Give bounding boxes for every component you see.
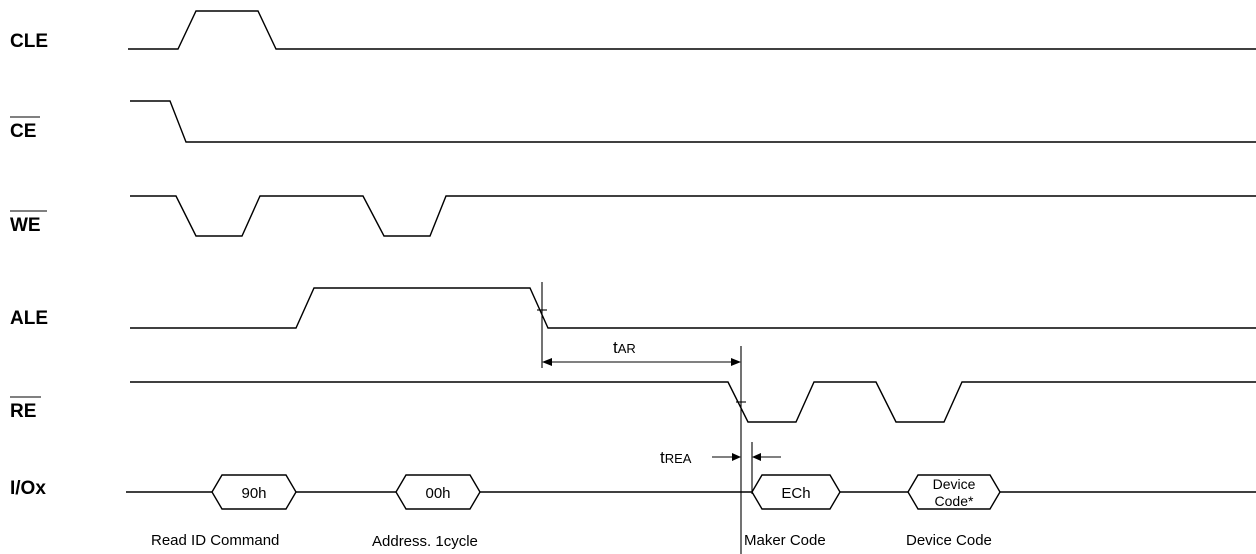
signal-label-we: WE	[10, 215, 41, 236]
bus-value-device-line2: Code*	[935, 493, 974, 509]
trea-marker	[712, 442, 781, 494]
bus-value-maker: ECh	[781, 485, 810, 502]
ce-waveform	[130, 100, 1256, 143]
caption-maker: Maker Code	[744, 532, 826, 549]
caption-cmd: Read ID Command	[151, 532, 279, 549]
caption-device: Device Code	[906, 532, 992, 549]
signal-label-cle: CLE	[10, 31, 48, 52]
io-bus-waveform	[126, 474, 1256, 510]
signal-label-ce: CE	[10, 121, 36, 142]
signal-label-ale: ALE	[10, 308, 48, 329]
signal-label-io: I/Ox	[10, 478, 46, 499]
trea-label: tREA	[660, 448, 692, 467]
tar-label: tAR	[613, 338, 636, 357]
cle-waveform	[128, 10, 1256, 50]
caption-addr: Address. 1cycle	[372, 533, 478, 550]
re-waveform	[130, 381, 1256, 423]
bus-value-cmd: 90h	[241, 485, 266, 502]
we-waveform	[130, 195, 1256, 237]
signal-label-re: RE	[10, 401, 36, 422]
ale-waveform	[130, 287, 1256, 329]
bus-value-addr: 00h	[425, 485, 450, 502]
bus-value-device-line1: Device	[933, 476, 976, 492]
tar-marker	[537, 282, 746, 554]
